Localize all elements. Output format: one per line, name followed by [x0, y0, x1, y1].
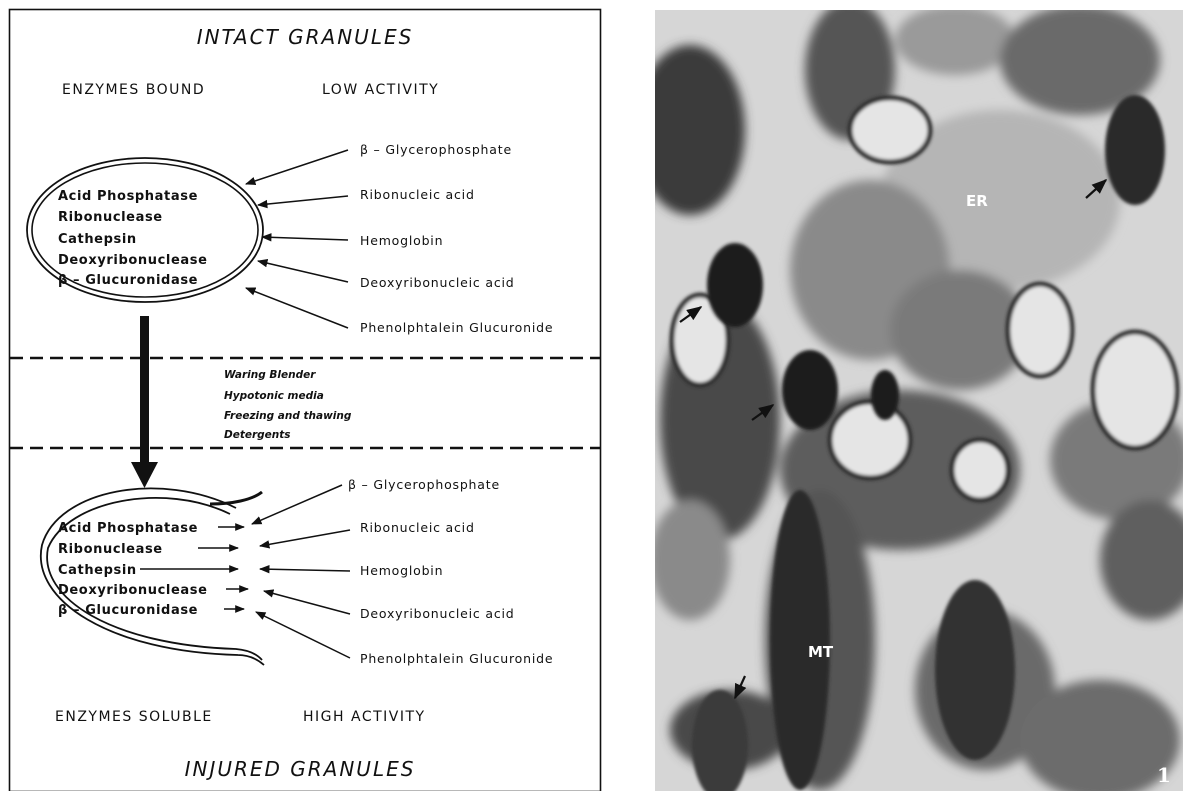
label-enzymes-soluble: ENZYMES SOLUBLE: [55, 709, 213, 725]
label-high-activity: HIGH ACTIVITY: [303, 709, 426, 725]
substrate-label: β – Glycerophosphate: [360, 142, 512, 157]
label-low-activity: LOW ACTIVITY: [322, 82, 439, 98]
substrate-label: β – Glycerophosphate: [348, 477, 500, 492]
treatment-label: Hypotonic media: [224, 390, 324, 402]
title-intact-granules: INTACT GRANULES: [197, 25, 414, 49]
label-enzymes-bound: ENZYMES BOUND: [62, 82, 205, 98]
label-mt: MT: [808, 643, 834, 661]
enzyme-label: Deoxyribonuclease: [58, 253, 208, 268]
substrate-label: Deoxyribonucleic acid: [360, 606, 515, 621]
substrate-label: Hemoglobin: [360, 233, 443, 248]
enzyme-label: Acid Phosphatase: [58, 521, 198, 536]
enzyme-label: β – Glucuronidase: [58, 603, 198, 618]
enzyme-label: Acid Phosphatase: [58, 189, 198, 204]
treatment-label: Detergents: [224, 429, 291, 441]
treatment-label: Freezing and thawing: [224, 410, 352, 422]
label-er: ER: [966, 192, 988, 210]
enzyme-label: Cathepsin: [58, 563, 137, 578]
treatment-label: Waring Blender: [224, 369, 316, 381]
substrate-label: Ribonucleic acid: [360, 187, 475, 202]
electron-micrograph: ER MT 1: [635, 0, 1183, 791]
enzyme-label: Ribonuclease: [58, 542, 163, 557]
substrate-label: Ribonucleic acid: [360, 520, 475, 535]
enzyme-label: Deoxyribonuclease: [58, 583, 208, 598]
substrate-label: Phenolphtalein Glucuronide: [360, 651, 553, 666]
figure-number: 1: [1157, 763, 1171, 787]
enzyme-label: Ribonuclease: [58, 210, 163, 225]
enzyme-diagram: INTACT GRANULES ENZYMES BOUND LOW ACTIVI…: [10, 10, 601, 791]
enzyme-label: β – Glucuronidase: [58, 273, 198, 288]
substrate-label: Phenolphtalein Glucuronide: [360, 320, 553, 335]
title-injured-granules: INJURED GRANULES: [185, 757, 416, 781]
substrate-label: Hemoglobin: [360, 563, 443, 578]
enzyme-label: Cathepsin: [58, 232, 137, 247]
substrate-label: Deoxyribonucleic acid: [360, 275, 515, 290]
